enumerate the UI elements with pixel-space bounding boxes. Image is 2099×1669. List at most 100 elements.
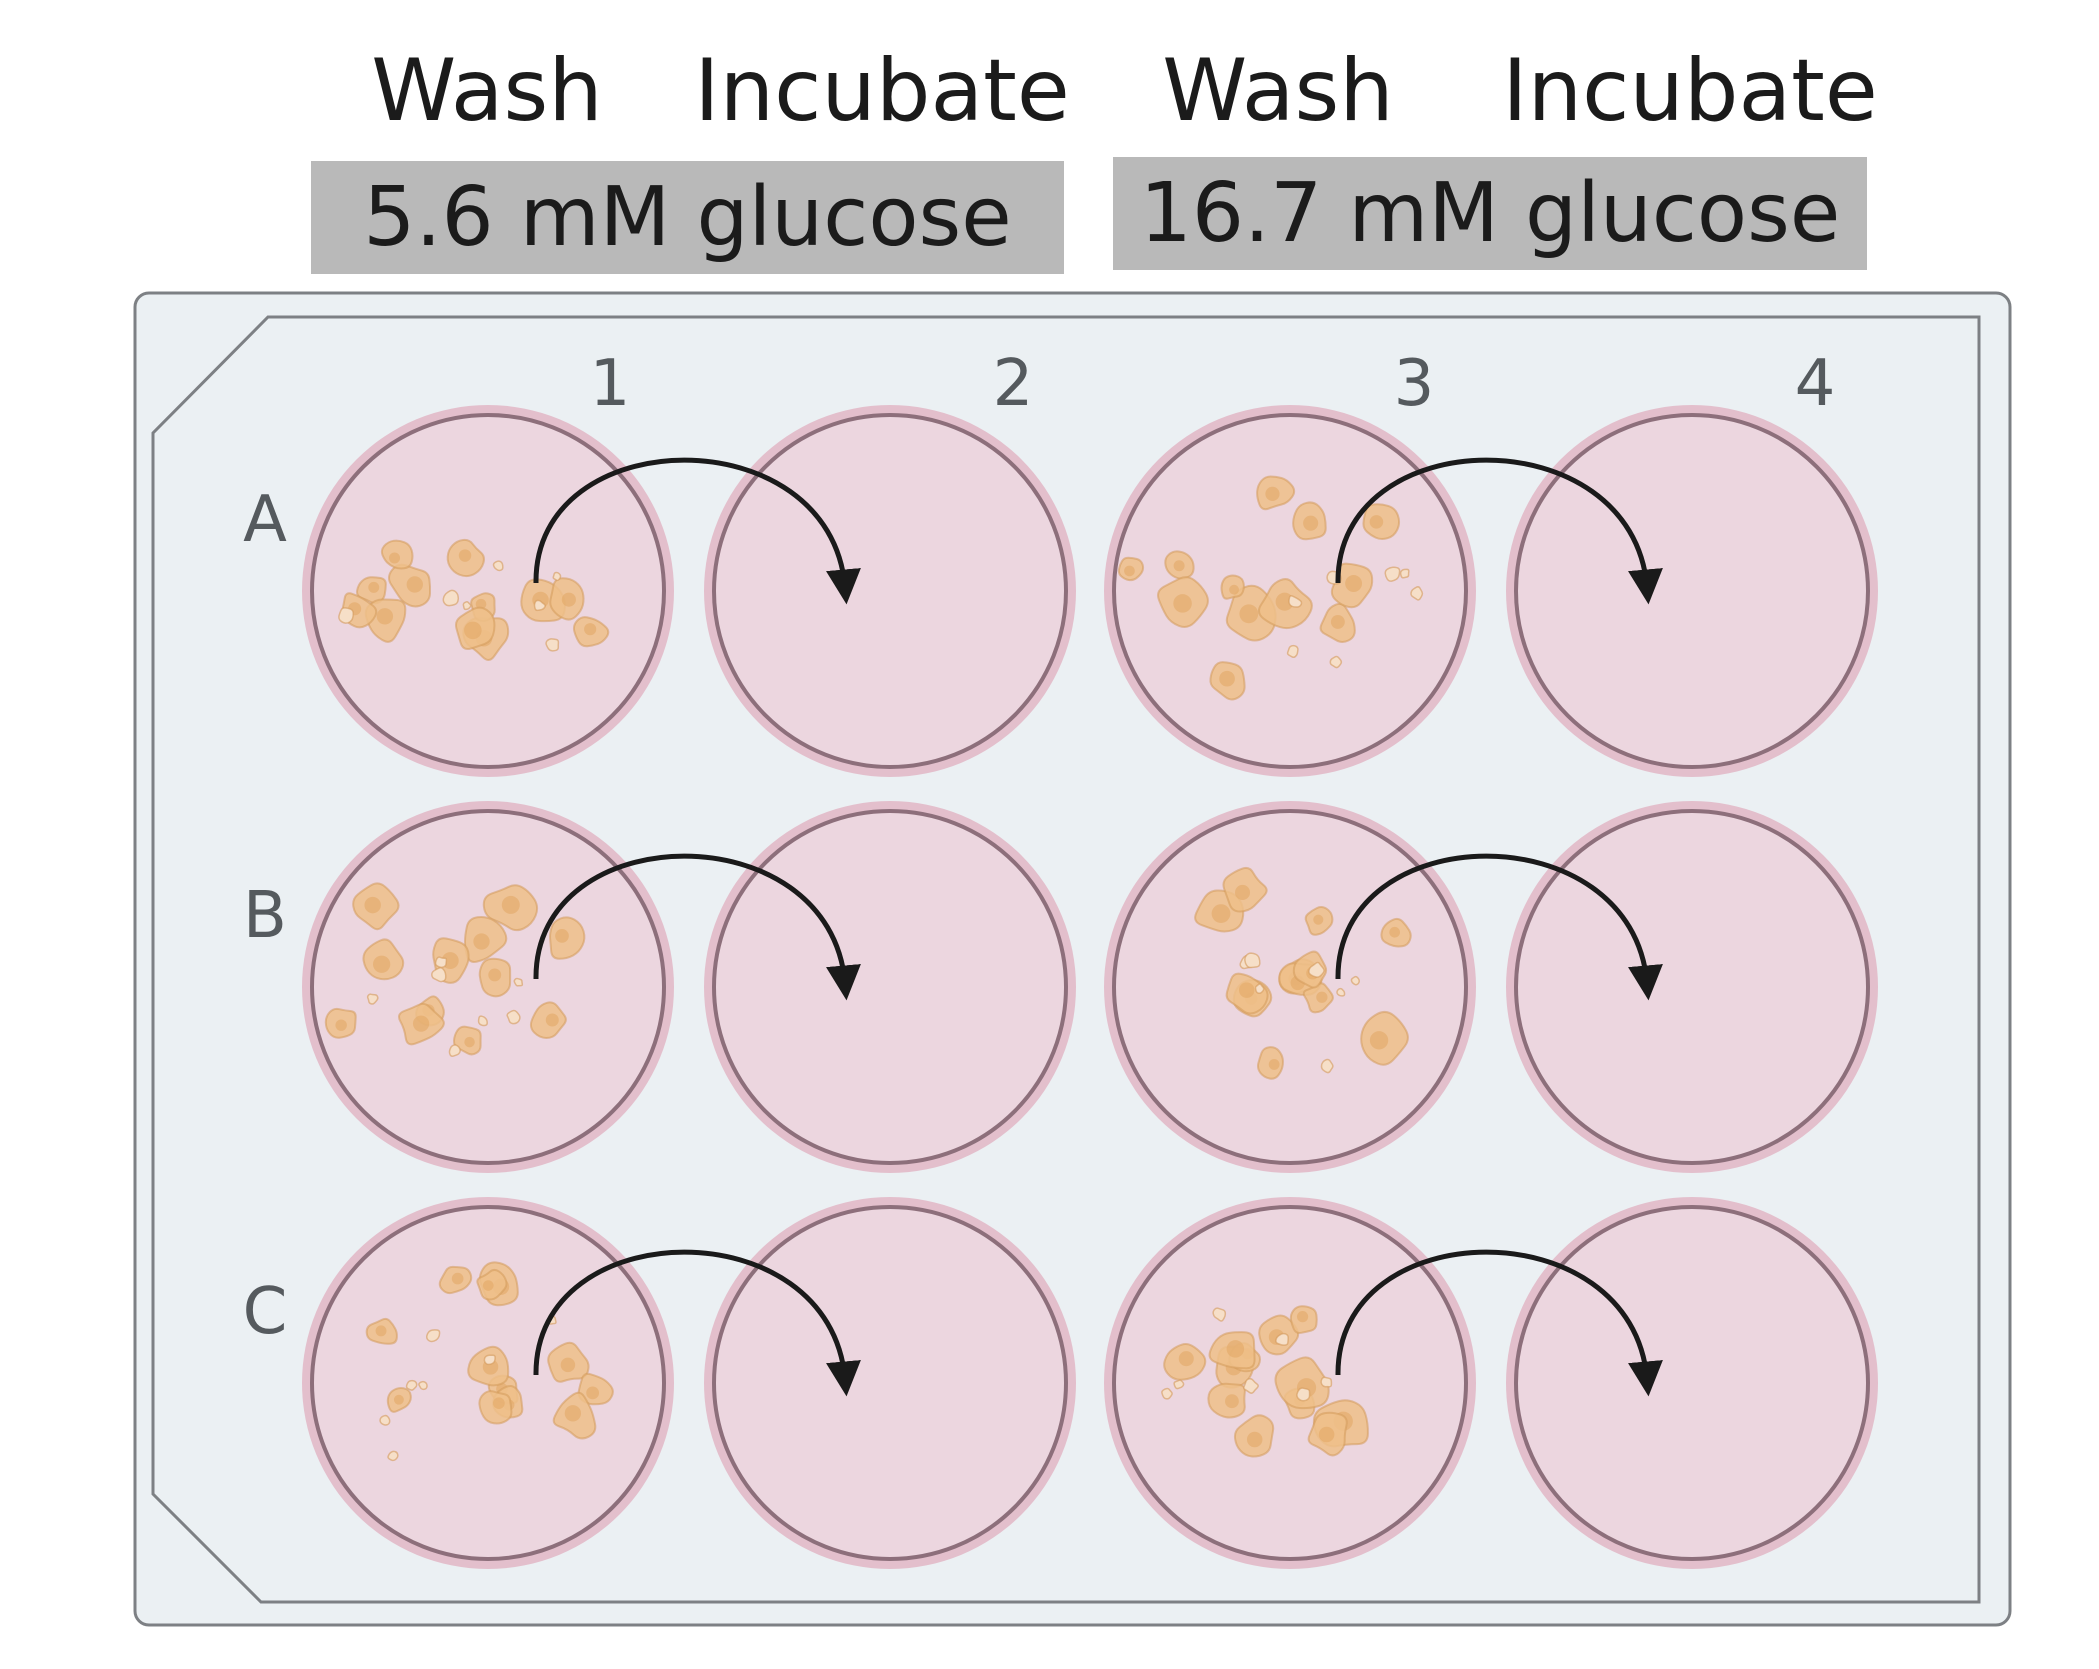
column-label-4: 4 (1795, 347, 1836, 421)
islet-fragment (552, 571, 562, 582)
islet-core (406, 576, 423, 593)
islet-core (1265, 486, 1280, 501)
islet-core (473, 933, 490, 950)
islet-core (493, 1397, 505, 1409)
islet-core (1330, 614, 1345, 629)
islet-core (1226, 1340, 1245, 1358)
islet-fragment (1336, 987, 1346, 997)
islet-core (1239, 604, 1259, 624)
islet-fragment (492, 560, 504, 572)
transfer-arrow-B1-to-B2 (533, 853, 861, 1001)
islet-fragment (483, 1354, 496, 1366)
islet-fragment (1288, 595, 1303, 608)
plate-inner-frame (151, 315, 1981, 1604)
islet-core (1238, 982, 1255, 998)
well-interior (310, 413, 666, 769)
well-B4 (1506, 801, 1878, 1173)
islet-fragment (1308, 961, 1325, 978)
islet-cluster (365, 1261, 614, 1462)
well-A2 (704, 405, 1076, 777)
well-interior (1514, 413, 1870, 769)
islet-fragment (1320, 1376, 1333, 1388)
islet-core (1246, 1431, 1263, 1448)
islet-core (389, 552, 401, 564)
islet-core (561, 592, 576, 607)
islet-core (501, 895, 520, 914)
islet-core (488, 968, 502, 982)
islet-core (1211, 904, 1231, 923)
islet-core (1124, 565, 1135, 577)
islet-fragment (434, 956, 448, 969)
islet-core (1173, 594, 1192, 613)
islet-core (1219, 670, 1235, 687)
islet-core (1178, 1351, 1194, 1367)
islet-core (373, 955, 391, 973)
islet-core (376, 608, 394, 625)
islet-fragment (1243, 1377, 1259, 1394)
row-label-A: A (243, 483, 287, 557)
transfer-arrows (533, 457, 1663, 1397)
islet-fragment (1275, 1332, 1289, 1346)
islet-fragment (1254, 983, 1265, 994)
islet-core (1225, 1394, 1239, 1409)
islet-core (1345, 575, 1363, 592)
islet-core (1313, 914, 1324, 925)
islet-core (464, 621, 482, 640)
islet-fragment (1329, 655, 1343, 669)
islet-core (451, 1272, 464, 1285)
column-label-3: 3 (1394, 347, 1435, 421)
islet-fragment (387, 1450, 399, 1462)
islet-fragment (1296, 1387, 1311, 1402)
islet-fragment (462, 601, 472, 611)
islet-fragment (1399, 568, 1410, 579)
row-label-B: B (243, 879, 287, 953)
islet-core (412, 1015, 430, 1032)
islet-core (1296, 1311, 1309, 1323)
islet-core (1389, 926, 1401, 938)
condition-label-high-glucose: 16.7 mM glucose (1139, 165, 1841, 261)
islet-fragment (513, 977, 524, 987)
islet-cluster (1161, 1305, 1369, 1458)
islet-cluster (338, 538, 610, 661)
islet-core (1318, 1426, 1335, 1443)
islet-core (335, 1019, 347, 1031)
well-interior (712, 809, 1068, 1165)
islet-fragment (1384, 566, 1401, 582)
well-C3 (1104, 1197, 1476, 1569)
islet-core (560, 1357, 576, 1373)
row-label-C: C (243, 1275, 288, 1349)
islet-fragment (448, 1044, 461, 1058)
transfer-arrow-A3-to-A4 (1335, 457, 1663, 605)
islet-core (1369, 1031, 1389, 1050)
islet-core (584, 623, 597, 636)
well-interior (712, 1205, 1068, 1561)
islet-core (482, 1280, 494, 1291)
well-B2 (704, 801, 1076, 1173)
islet-core (364, 896, 381, 914)
step-label-wash-high: Wash (1162, 41, 1394, 141)
islet-core (464, 1036, 475, 1048)
transfer-arrow-A1-to-A2 (533, 457, 861, 605)
step-label-incubate-high: Incubate (1502, 41, 1878, 141)
islet-cluster (1117, 475, 1424, 701)
islet-fragment (1286, 644, 1299, 659)
islet-fragment (1350, 975, 1360, 986)
islet-fragment (338, 607, 354, 624)
islet-fragment (442, 589, 460, 607)
well-C2 (704, 1197, 1076, 1569)
islet-core (586, 1386, 600, 1400)
transfer-arrow-C3-to-C4 (1335, 1249, 1663, 1397)
islet-core (1234, 884, 1251, 900)
islet-fragment (1173, 1379, 1185, 1390)
islet-core (545, 1013, 559, 1027)
islet-fragment (425, 1329, 441, 1343)
well-interior (1514, 809, 1870, 1165)
well-interior (712, 413, 1068, 769)
islet-fragment (533, 599, 546, 612)
islet-cluster (324, 882, 586, 1058)
row-labels: A B C (243, 483, 288, 1349)
islet-fragment (405, 1379, 418, 1391)
islet-core (368, 581, 380, 593)
